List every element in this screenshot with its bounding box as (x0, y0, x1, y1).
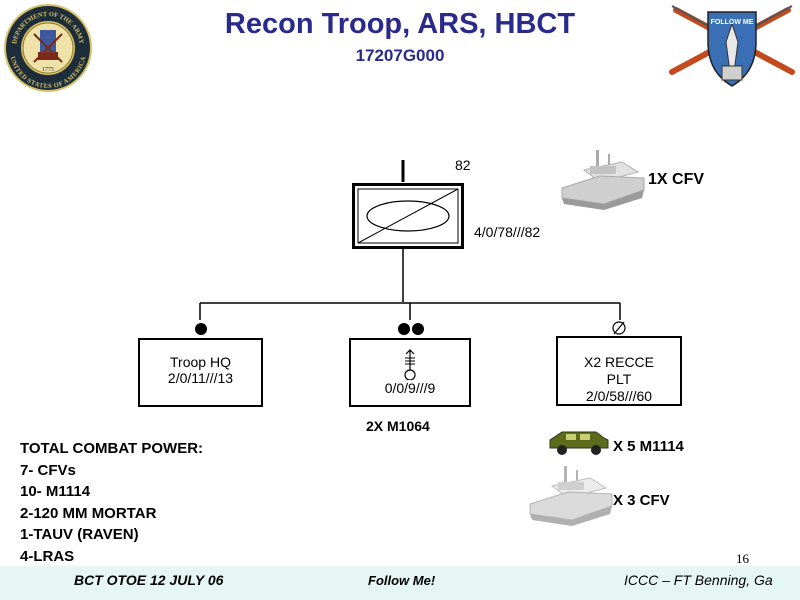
troop-hq-box: Troop HQ 2/0/11///13 (138, 338, 263, 407)
m1114-humvee-icon (549, 431, 609, 455)
troop-hq-strength: 2/0/11///13 (167, 370, 234, 386)
slide-number: 16 (736, 551, 749, 566)
mortar-symbol (404, 349, 416, 380)
footer-left-text: BCT OTOE 12 JULY 06 (74, 572, 224, 588)
footer-center-text: Follow Me! (368, 573, 436, 588)
page-subtitle: 17207G000 (355, 46, 445, 65)
m1114-label: X 5 M1114 (613, 438, 684, 455)
army-seal-logo: DEPARTMENT OF THE ARMY UNITED STATES OF … (4, 4, 92, 92)
mortar-section-box: 0/0/9///9 (349, 338, 471, 407)
footer-bar (0, 566, 800, 600)
recce-strength: 2/0/58///60 (585, 388, 653, 404)
recce-cfv-vehicle-icon (529, 466, 613, 526)
recce-label-line1: X2 RECCE (583, 354, 655, 370)
seal-year: 1775 (42, 67, 54, 73)
total-heading: TOTAL COMBAT POWER: (20, 440, 204, 457)
mortar-strength: 0/0/9///9 (384, 380, 436, 396)
recce-platoon-box: X2 RECCE PLT 2/0/58///60 (556, 336, 682, 406)
infantry-insignia-logo: FOLLOW ME (669, 5, 795, 87)
total-item: 4-LRAS (20, 547, 75, 565)
hq-size-marker: 82 (455, 157, 471, 173)
mortar-vehicles-label: 2X M1064 (366, 418, 430, 434)
insignia-motto: FOLLOW ME (711, 19, 754, 26)
hq-unit-box (352, 183, 464, 249)
mortar-echelon-dot-1 (398, 323, 410, 335)
page-title: Recon Troop, ARS, HBCT (224, 8, 576, 40)
cfv-vehicle-icon (561, 150, 645, 210)
recce-echelon-symbol (612, 321, 626, 335)
troop-hq-label: Troop HQ (170, 354, 231, 370)
hq-armor-recon-symbol (357, 188, 459, 244)
total-item: 10- M1114 (20, 483, 91, 500)
total-item: 1-TAUV (RAVEN) (20, 526, 139, 543)
hq-cfv-label: 1X CFV (648, 171, 705, 188)
recce-cfv-label: X 3 CFV (613, 492, 670, 509)
total-combat-power: TOTAL COMBAT POWER: 7- CFVs 10- M1114 2-… (20, 438, 203, 567)
total-item: 2-120 MM MORTAR (20, 504, 157, 522)
hq-strength: 4/0/78///82 (474, 224, 541, 240)
recce-label-line2: PLT (606, 371, 632, 387)
troop-hq-echelon-dot (195, 323, 207, 335)
mortar-echelon-dot-2 (412, 323, 424, 335)
footer-right-text: ICCC – FT Benning, Ga (624, 572, 773, 588)
total-item: 7- CFVs (20, 461, 76, 479)
